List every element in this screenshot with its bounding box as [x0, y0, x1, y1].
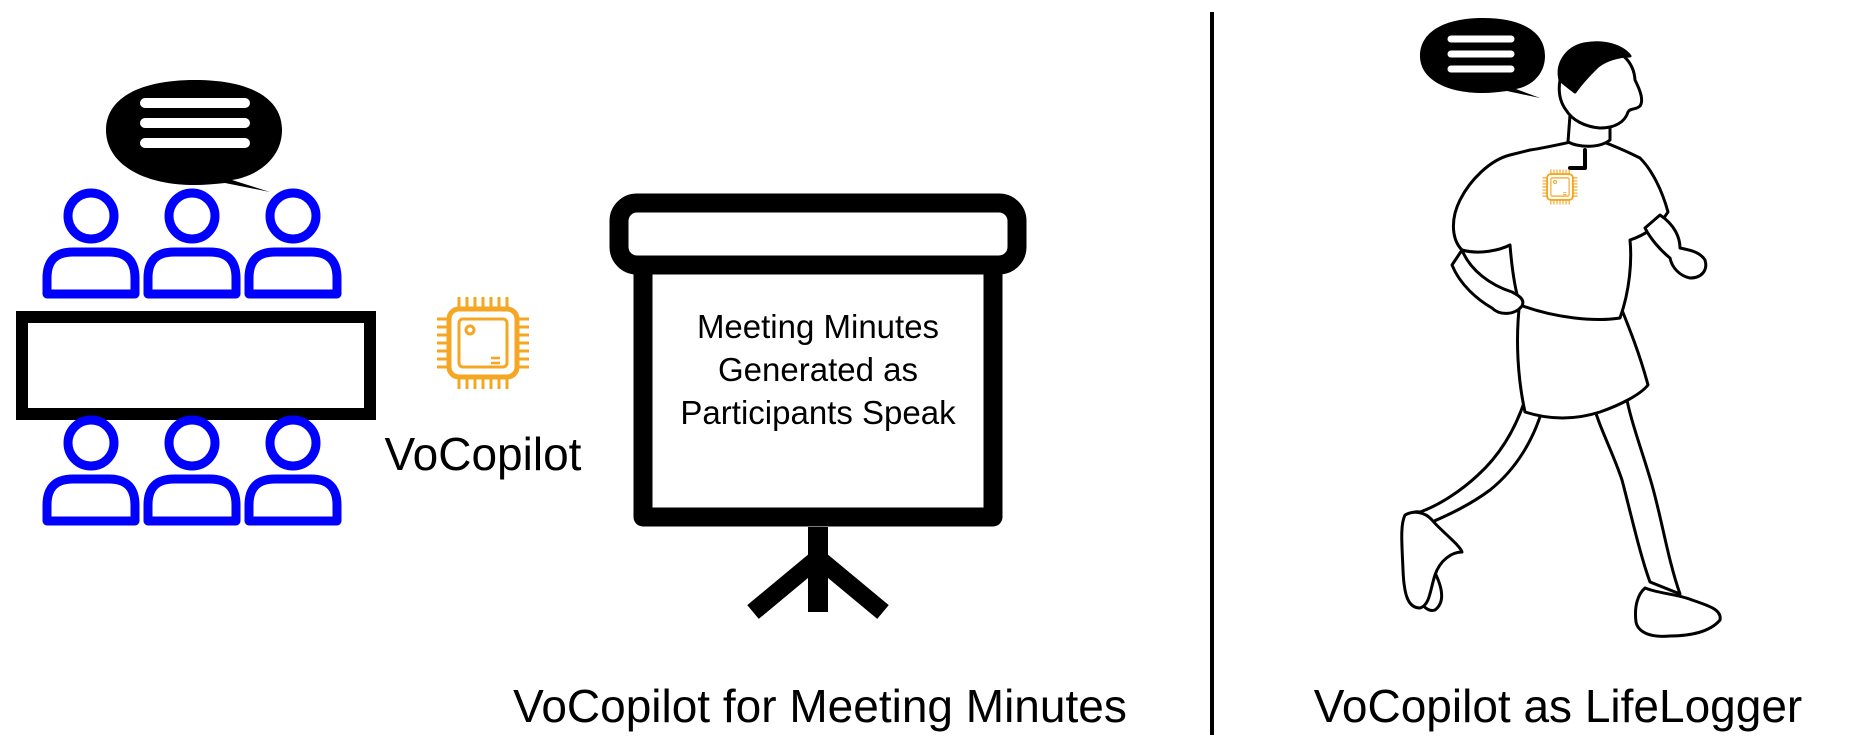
participant-icon-top-3 — [249, 193, 337, 294]
participant-icon-bottom-2 — [148, 420, 236, 521]
lifelogger-caption: VoCopilot as LifeLogger — [1314, 680, 1802, 732]
runner-icon — [1400, 41, 1722, 638]
participant-icon-top-2 — [148, 193, 236, 294]
participant-icon-top-1 — [47, 193, 135, 294]
meeting-scene: VoCopilot Meeting Minutes Generated as P… — [16, 80, 1127, 732]
chip-icon — [437, 297, 529, 389]
chip-label: VoCopilot — [385, 428, 582, 480]
speech-bubble-icon — [106, 80, 282, 192]
screen-text-line-1: Meeting Minutes — [697, 308, 939, 345]
projector-screen-icon: Meeting Minutes Generated as Participant… — [609, 193, 1027, 619]
lifelogger-scene: VoCopilot as LifeLogger — [1314, 18, 1802, 732]
meeting-table — [16, 311, 376, 420]
screen-text-line-2: Generated as — [718, 351, 918, 388]
meeting-caption: VoCopilot for Meeting Minutes — [513, 680, 1127, 732]
screen-text-line-3: Participants Speak — [680, 394, 956, 431]
runner-speech-bubble-icon — [1420, 18, 1545, 98]
participant-icon-bottom-3 — [249, 420, 337, 521]
participant-icon-bottom-1 — [47, 420, 135, 521]
